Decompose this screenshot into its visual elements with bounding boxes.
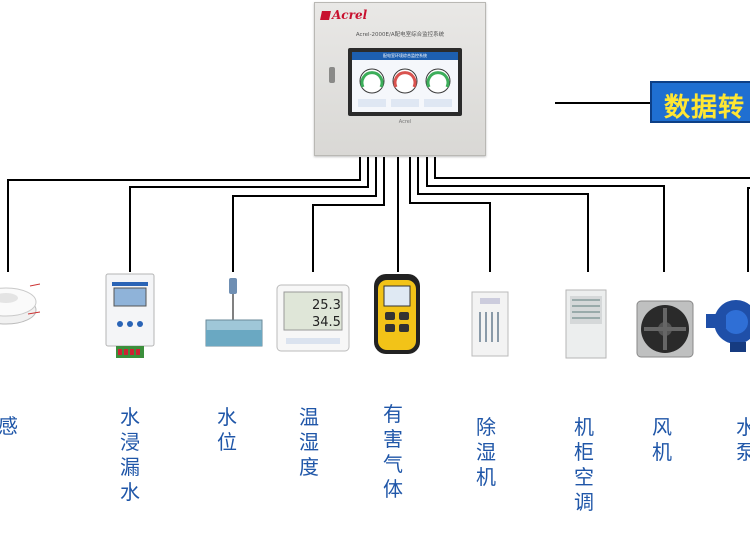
label-smoke: 感 (0, 414, 18, 438)
data-converter-box: 数据转 (650, 81, 750, 123)
water-level-sensor-icon (205, 278, 263, 347)
label-fan: 风机 (652, 415, 672, 464)
label-gas: 有害气体 (383, 402, 403, 501)
wire-water-leak (129, 157, 369, 272)
cabinet-title: Acrel-2000E/A配电室综合监控系统 (355, 32, 445, 38)
wire-water-level (232, 157, 377, 272)
label-pump: 水泵 (736, 415, 750, 464)
screen-title: 配电室环境综合监控系统 (383, 53, 427, 58)
cabinet-handle (329, 67, 335, 83)
screen-footer-brand: Acrel (398, 119, 412, 125)
wire-fan (426, 157, 665, 272)
fan-icon (636, 300, 694, 358)
wire-temp-humidity (312, 157, 385, 272)
cabinet-air-conditioner-icon (565, 289, 607, 359)
hmi-screen: 配电室环境综合监控系统 (348, 48, 462, 116)
dehumidifier-icon (471, 291, 509, 357)
control-cabinet: Acrel Acrel-2000E/A配电室综合监控系统 配电室环境综合监控系统 (314, 2, 486, 156)
wire-pump (747, 187, 750, 272)
screen-gauges-icon (358, 68, 452, 107)
water-leak-sensor-icon (105, 273, 155, 358)
label-water-level: 水位 (217, 405, 237, 454)
label-cabinet-ac: 机柜空调 (574, 415, 594, 514)
converter-label: 数据转 (664, 93, 746, 123)
smoke-detector-icon (0, 283, 40, 325)
label-temp-humidity: 温湿度 (299, 405, 319, 479)
water-pump-icon (706, 300, 750, 352)
label-dehumidifier: 除湿机 (476, 415, 496, 489)
gas-detector-icon (374, 274, 420, 354)
wire-cabinet-ac (417, 157, 589, 272)
temperature-humidity-sensor-icon: 25.3 34.5 (276, 284, 350, 352)
brand-logo: Acrel (320, 8, 367, 22)
label-water-leak: 水浸漏水 (120, 405, 140, 504)
wire-pump-upper (434, 157, 750, 179)
humidity-reading: 34.5 (312, 315, 341, 330)
wire-smoke (7, 157, 361, 272)
wire-dehumidifier (409, 157, 491, 272)
temperature-reading: 25.3 (312, 298, 341, 313)
